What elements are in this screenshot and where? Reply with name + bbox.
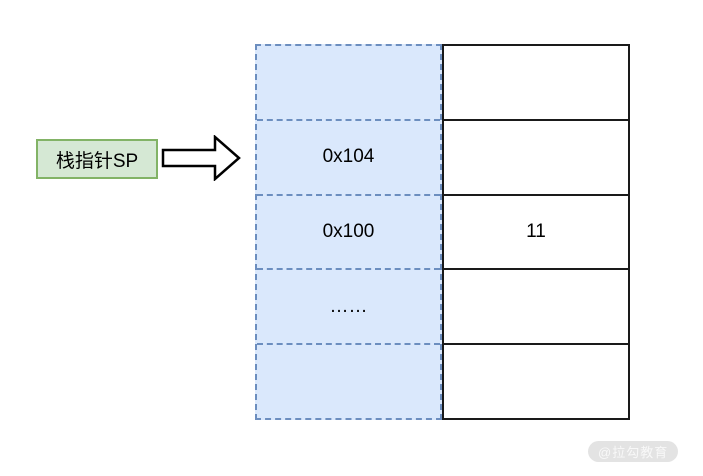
address-cell: …… [257, 268, 440, 343]
value-cell [444, 118, 628, 194]
value-column: 11 [442, 44, 630, 420]
address-cell: 0x100 [257, 193, 440, 269]
address-cell [257, 343, 440, 418]
value-cell: 11 [444, 193, 628, 269]
address-cell [257, 46, 440, 119]
address-cell: 0x104 [257, 118, 440, 194]
value-cell [444, 46, 628, 119]
address-column: 0x104 0x100 …… [255, 44, 442, 420]
block-arrow-right-icon [161, 134, 241, 182]
value-cell [444, 343, 628, 418]
watermark-badge: @拉勾教育 [588, 441, 679, 462]
stack-pointer-label: 栈指针SP [36, 139, 158, 179]
value-cell [444, 268, 628, 343]
